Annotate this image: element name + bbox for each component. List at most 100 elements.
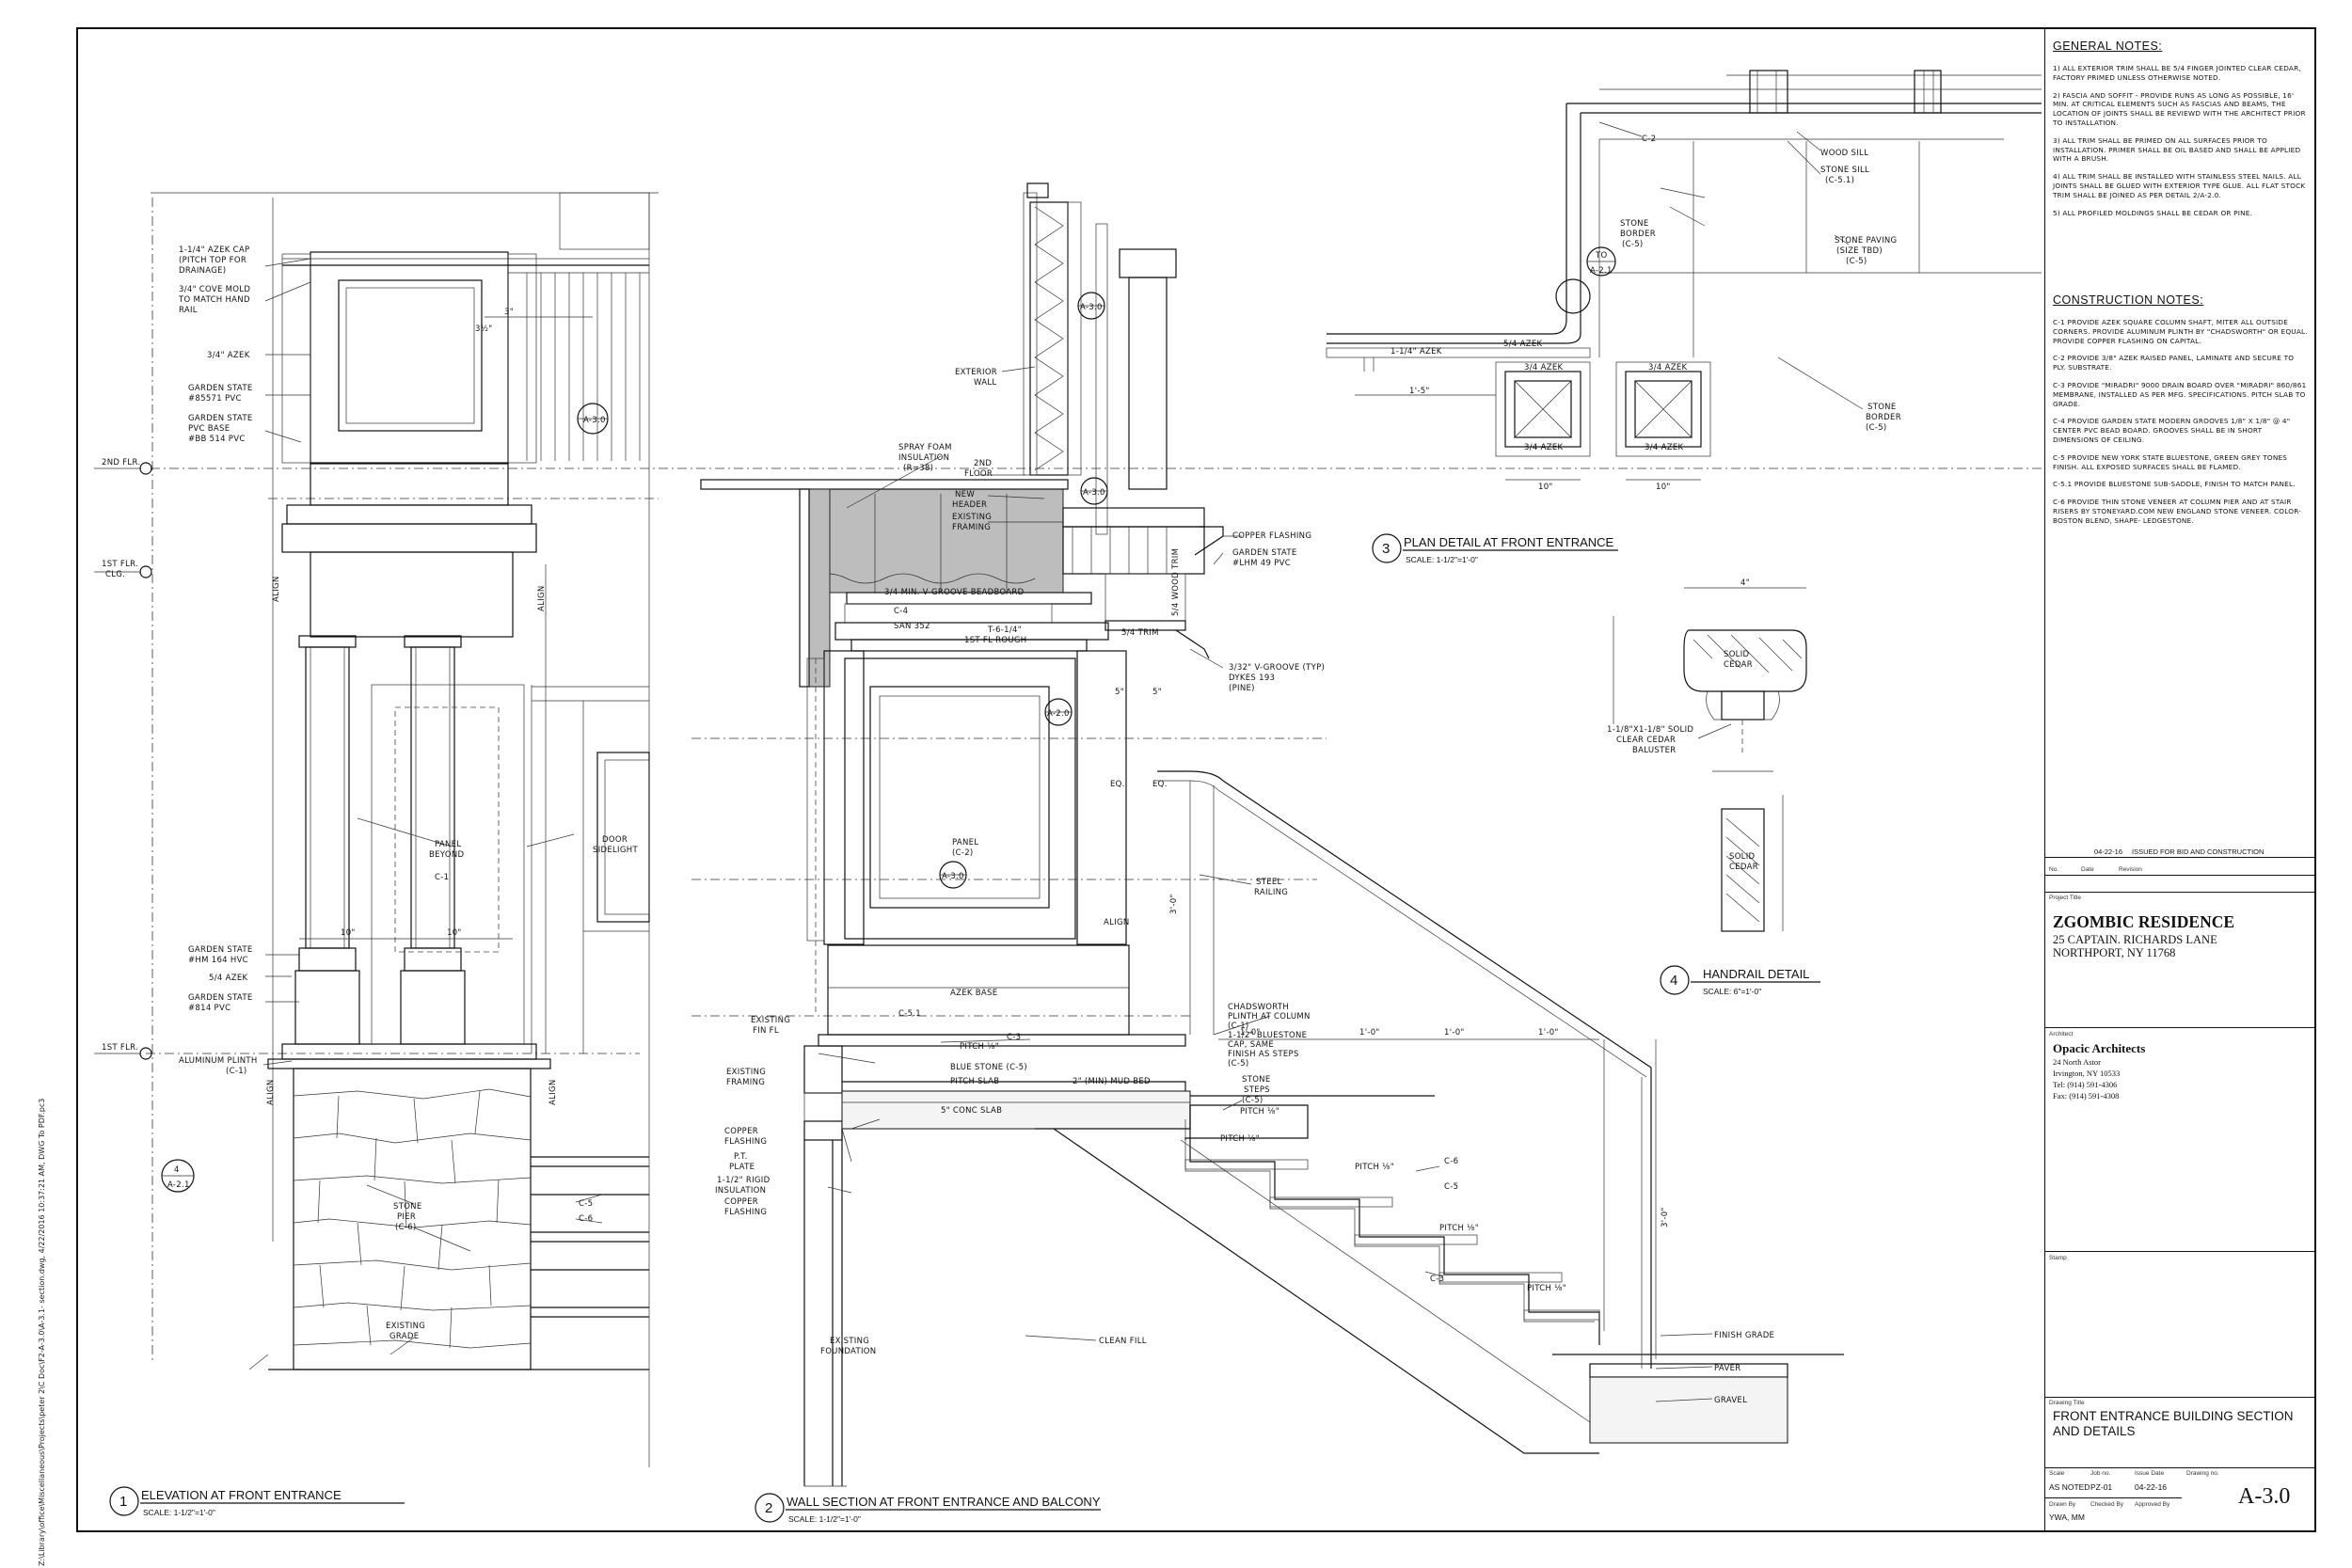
azek-34-plan-a: 3/4 AZEK: [1524, 363, 1563, 372]
gs-85571-label: GARDEN STATE#85571 PVC: [188, 384, 253, 404]
gravel-label: GRAVEL: [1714, 1396, 1747, 1405]
azek-34-label: 3/4" AZEK: [207, 351, 250, 360]
svg-text:2: 2: [765, 1500, 772, 1516]
gs-814-label: GARDEN STATE#814 PVC: [188, 993, 253, 1013]
view-title: WALL SECTION AT FRONT ENTRANCE AND BALCO…: [787, 1495, 1101, 1509]
general-note: 5) ALL PROFILED MOLDINGS SHALL BE CEDAR …: [2053, 208, 2253, 217]
pitch-label: PITCH ⅛": [960, 1042, 999, 1052]
gs-hm164-label: GARDEN STATE#HM 164 HVC: [188, 945, 253, 965]
checked-by-label: Checked By: [2090, 1501, 2124, 1508]
sheet-border: [76, 27, 2316, 1532]
sec-ref-a30-3: A-3.0: [942, 872, 964, 881]
revision-desc: ISSUED FOR BID AND CONSTRUCTION: [2132, 847, 2265, 856]
concrete-slab: [841, 1090, 1191, 1130]
step-dim-2: 1'-0": [1359, 1028, 1380, 1037]
view-scale: SCALE: 1-1/2"=1'-0": [143, 1508, 215, 1517]
pt-plate-label: P.T.PLATE: [729, 1152, 755, 1172]
first-flr-clg-label: 1ST FLR.CLG.: [102, 560, 138, 579]
azek-54-label: 5/4 AZEK: [209, 974, 247, 983]
view-title-1: 1 ELEVATION AT FRONT ENTRANCE SCALE: 1-1…: [109, 1486, 405, 1517]
dim-3: 3": [504, 308, 514, 317]
pitch-5-label: PITCH ⅛": [1527, 1284, 1566, 1293]
c6-label-sec: C-6: [1444, 1157, 1458, 1166]
sec-ref-a30-2: A-3.0: [1083, 488, 1105, 498]
project-address-1: 25 CAPTAIN. RICHARDS LANE: [2053, 933, 2217, 946]
stone-paving-label: STONE PAVING(SIZE TBD)(C-5): [1835, 236, 1897, 266]
alum-plinth-label: ALUMINUM PLINTH(C-1): [179, 1056, 258, 1076]
general-note: 2) FASCIA AND SOFFIT - PROVIDE RUNS AS L…: [2053, 90, 2306, 127]
c1-label: C-1: [435, 873, 449, 882]
step-dim-4: 1'-0": [1538, 1028, 1559, 1037]
sec-ref-a20: A-2.0: [1047, 709, 1070, 719]
construction-notes: CONSTRUCTION NOTES: C-1 PROVIDE AZEK SQU…: [2053, 293, 2309, 534]
drawing-title: FRONT ENTRANCE BUILDING SECTION AND DETA…: [2053, 1409, 2294, 1438]
col-no: No.: [2049, 866, 2059, 873]
job-value: PZ-01: [2090, 1482, 2113, 1492]
issue-date-label: Issue Date: [2135, 1470, 2165, 1477]
c3-label-sec: C-3: [1430, 1275, 1444, 1284]
issue-date-value: 04-22-16: [2135, 1482, 2168, 1492]
paver-label: PAVER: [1714, 1364, 1740, 1373]
view-title: HANDRAIL DETAIL: [1703, 967, 1809, 981]
gs-hm49-label: GARDEN STATE#LHM 49 PVC: [1232, 548, 1297, 568]
construction-note: C-5 PROVIDE NEW YORK STATE BLUESTONE, GR…: [2053, 452, 2288, 471]
bluestone-label: BLUE STONE (C-5): [950, 1063, 1027, 1072]
construction-note: C-3 PROVIDE "MIRADRI" 9000 DRAIN BOARD O…: [2053, 380, 2307, 408]
architect-address-2: Irvington, NY 10533: [2053, 1069, 2121, 1078]
view-scale: SCALE: 1-1/2"=1'-0": [788, 1514, 861, 1524]
construction-notes-heading: CONSTRUCTION NOTES:: [2053, 293, 2204, 307]
azek-34-plan-b: 3/4 AZEK: [1648, 363, 1687, 372]
dim-10-plan-a: 10": [1538, 483, 1553, 492]
step-dim-3: 1'-0": [1444, 1028, 1465, 1037]
conc-slab-label: 5" CONC SLAB: [941, 1106, 1002, 1116]
wall-section-view: [691, 182, 1844, 1487]
plan-ref-a21: A-2.1: [1590, 266, 1613, 276]
construction-note: C-1 PROVIDE AZEK SQUARE COLUMN SHAFT, MI…: [2053, 318, 2308, 345]
first-fl-rough-label: T-6-1/4"1ST FL ROUGH: [964, 626, 1026, 645]
eq-label-1: EQ.: [1110, 780, 1125, 789]
wood-trim-label: 5/4 WOOD TRIM: [1171, 548, 1181, 616]
approved-by-label: Approved By: [2135, 1501, 2170, 1508]
plan-ref-to: TO: [1595, 251, 1607, 261]
elevation-view: [94, 192, 2042, 1467]
finish-grade-label: FINISH GRADE: [1714, 1331, 1774, 1340]
view-scale: SCALE: 6"=1'-0": [1703, 987, 1761, 996]
pitch-1-label: PITCH ⅛": [1240, 1107, 1279, 1117]
rail-height-dim: 3'-0": [1661, 1207, 1670, 1227]
title-block: GENERAL NOTES: 1) ALL EXTERIOR TRIM SHAL…: [2044, 28, 2316, 1531]
azek-34-plan-d: 3/4 AZEK: [1645, 443, 1683, 452]
handrail-width-label: 4": [1740, 578, 1750, 588]
general-note: 1) ALL EXTERIOR TRIM SHALL BE 5/4 FINGER…: [2053, 64, 2301, 82]
dim-30-label: 3'-0": [1169, 894, 1179, 914]
construction-note: C-6 PROVIDE THIN STONE VENEER AT COLUMN …: [2053, 498, 2302, 525]
c51-label: C-5.1: [898, 1009, 921, 1019]
drawn-by-label: Drawn By: [2049, 1501, 2076, 1508]
second-flr-label: 2ND FLR.: [102, 458, 140, 467]
svg-text:4: 4: [1670, 973, 1677, 989]
pitch-4-label: PITCH ⅛": [1439, 1224, 1479, 1233]
dim-10-a: 10": [341, 928, 356, 938]
stone-stair: [1035, 1104, 1600, 1454]
architect-fax: Fax: (914) 591-4308: [2053, 1091, 2120, 1101]
view-title-2: 2 WALL SECTION AT FRONT ENTRANCE AND BAL…: [755, 1493, 1101, 1524]
revision-date: 04-22-16: [2094, 847, 2123, 856]
